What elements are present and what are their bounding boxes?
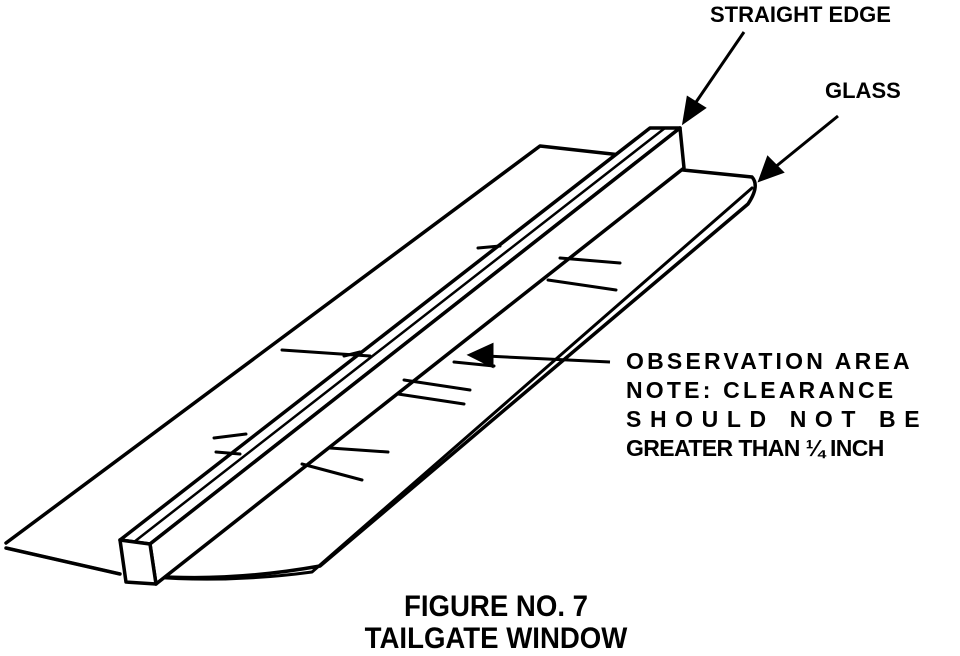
clearance-note-line2: SHOULD NOT BE [626,406,929,432]
figure-title: TAILGATE WINDOW [364,622,628,655]
observation-marks [212,244,622,482]
straight-edge-label: STRAIGHT EDGE [710,2,891,27]
glass-arrowhead [757,155,785,183]
observation-arrowhead [466,342,494,369]
straight-edge-side [148,126,686,586]
clearance-note-line3: GREATER THAN ¼ INCH [626,435,884,461]
straight-edge-ridge [132,126,667,544]
straight-edge-end [118,538,158,586]
observation-area-label: OBSERVATION AREA [626,348,913,374]
figure-number: FIGURE NO. 7 [403,590,589,623]
straight-edge-pointer [690,31,746,109]
glass-pointer [773,114,839,170]
glass-edge [4,186,754,581]
straight-edge-arrowhead [681,95,707,126]
observation-pointer [485,354,611,364]
glass-label: GLASS [825,78,901,103]
clearance-note-line1: NOTE: CLEARANCE [626,377,897,403]
